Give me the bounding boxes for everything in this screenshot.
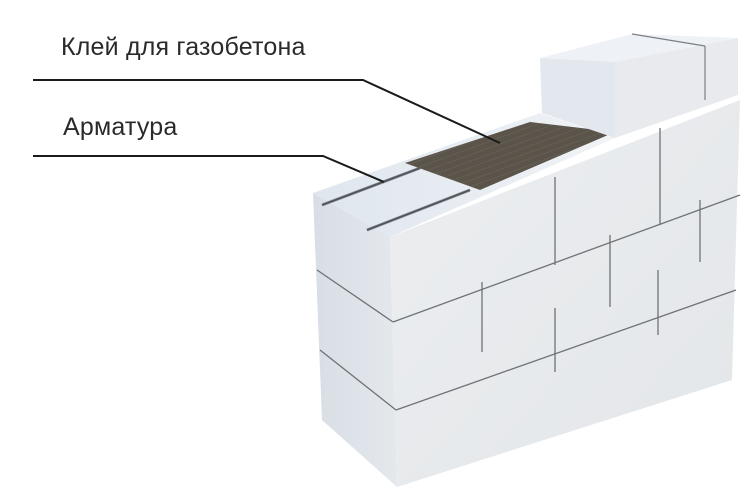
top-block-front-face (615, 38, 738, 138)
leader-line-adhesive (33, 79, 501, 144)
adhesive-layer (405, 122, 615, 190)
label-adhesive: Клей для газобетона (61, 33, 306, 61)
top-block-end-face (540, 58, 615, 138)
label-rebar: Арматура (63, 113, 178, 141)
wall-end-face (313, 193, 397, 487)
top-block-top-face (540, 34, 738, 62)
wall-front-face (390, 100, 740, 487)
rebar (321, 166, 471, 232)
leader-line-rebar (33, 155, 385, 183)
mortar-joints (316, 128, 741, 411)
